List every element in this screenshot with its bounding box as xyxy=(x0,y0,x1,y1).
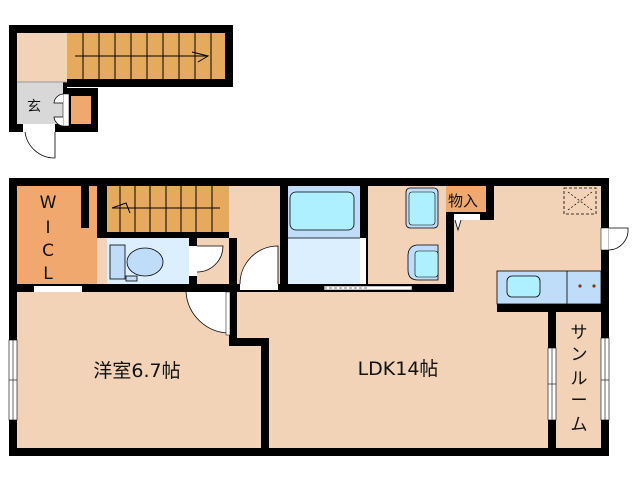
entrance-label: 玄 xyxy=(27,98,41,115)
main-unit: W I C L xyxy=(8,178,629,456)
storage-label: 物入 xyxy=(448,192,478,210)
western-room-label: 洋室6.7帖 xyxy=(93,360,180,382)
wic-label-i: I xyxy=(45,218,50,238)
sunroom-label-5: ム xyxy=(571,415,588,435)
sunroom-label-3: ル xyxy=(571,369,588,389)
shoe-cabinet xyxy=(71,96,91,124)
sunroom-label-1: サ xyxy=(571,323,588,343)
storage xyxy=(446,186,486,212)
upper-unit: 玄 xyxy=(9,25,233,159)
shower-area xyxy=(288,238,360,284)
stairs-main xyxy=(107,186,229,232)
sink xyxy=(506,275,541,298)
ldk-label: LDK14帖 xyxy=(358,358,439,380)
wic-label-c: C xyxy=(42,241,54,261)
ceiling-hatch xyxy=(563,187,597,215)
window-west xyxy=(8,339,18,421)
landing-floor xyxy=(17,33,67,82)
side-door[interactable] xyxy=(608,227,629,251)
sunroom-label-4: ー xyxy=(571,391,588,411)
sunroom-label-2: ン xyxy=(571,345,588,365)
stove-burner xyxy=(578,284,582,288)
wic-label-w: W xyxy=(40,193,57,213)
wic-label-l: L xyxy=(43,264,53,284)
window-sunroom-east xyxy=(600,337,610,421)
hall-door[interactable] xyxy=(239,245,279,285)
stove-burner xyxy=(592,284,596,288)
toilet-door[interactable] xyxy=(196,245,224,273)
window-ldk-sunroom xyxy=(547,347,557,421)
entry-door[interactable] xyxy=(24,131,56,159)
